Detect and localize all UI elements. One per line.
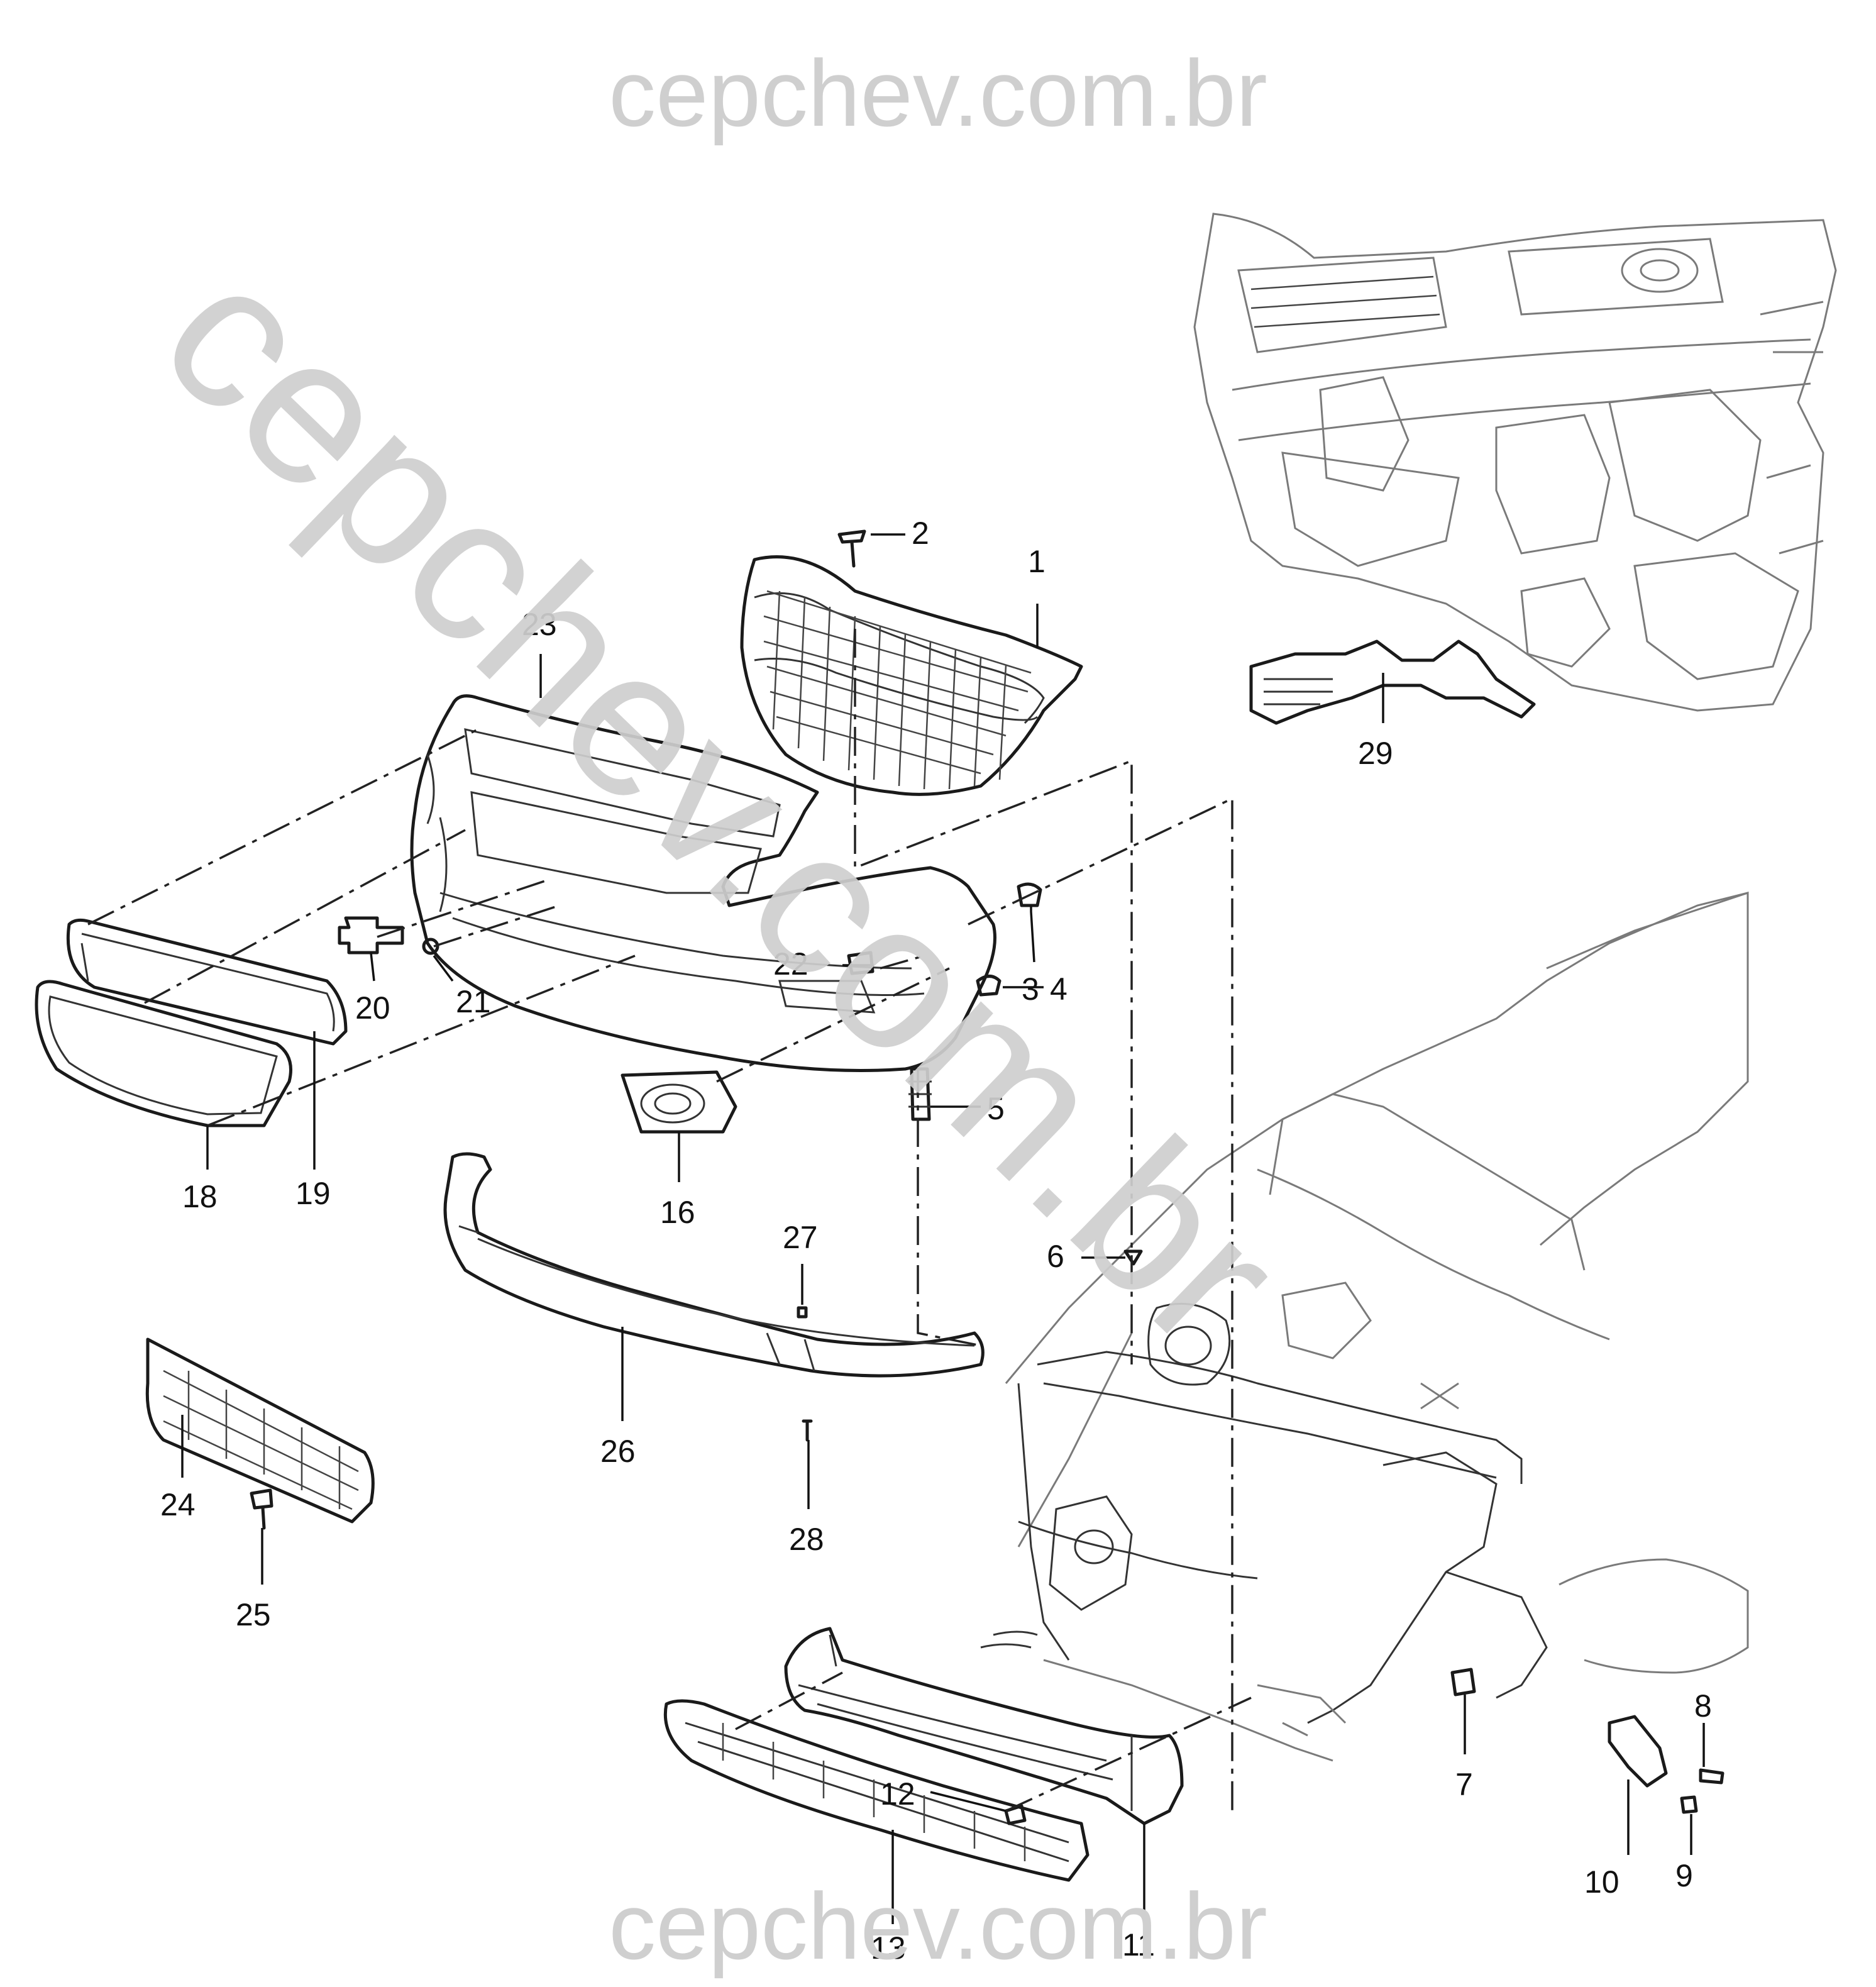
callout-19: 19 bbox=[295, 1176, 331, 1211]
part-12-bolt bbox=[1004, 1804, 1027, 1825]
part-22-clip bbox=[847, 951, 875, 975]
part-20-emblem bbox=[338, 916, 404, 955]
part-25-bolt bbox=[250, 1488, 273, 1530]
callout-8: 8 bbox=[1694, 1688, 1712, 1724]
part-8-screw bbox=[1699, 1768, 1724, 1785]
callout-5: 5 bbox=[987, 1091, 1005, 1126]
watermark-top: cepchev.com.br bbox=[609, 40, 1267, 146]
watermarks: cepchev.com.br cepchev.com.br cepchev.co… bbox=[119, 40, 1324, 1979]
callout-1: 1 bbox=[1028, 544, 1046, 579]
callout-24: 24 bbox=[160, 1487, 196, 1522]
callout-21: 21 bbox=[456, 984, 491, 1019]
callout-16: 16 bbox=[660, 1195, 695, 1230]
watermark-diagonal: cepchev.com.br bbox=[119, 217, 1324, 1392]
callout-3: 3 bbox=[1022, 971, 1039, 1007]
part-1-upper-grille bbox=[740, 555, 1083, 796]
callout-23: 23 bbox=[522, 607, 557, 642]
part-28-pin bbox=[802, 1419, 813, 1442]
callout-28: 28 bbox=[789, 1522, 824, 1557]
callout-29: 29 bbox=[1358, 736, 1393, 771]
callout-22: 22 bbox=[773, 946, 808, 982]
callout-20: 20 bbox=[355, 990, 390, 1026]
part-23-bumper-fascia bbox=[410, 694, 996, 1072]
callout-7: 7 bbox=[1455, 1767, 1473, 1802]
callout-25: 25 bbox=[236, 1597, 271, 1632]
part-11-impact-bar bbox=[784, 1627, 1184, 1825]
callout-2: 2 bbox=[912, 516, 929, 551]
callout-26: 26 bbox=[600, 1434, 636, 1469]
part-26-lower-deflector bbox=[443, 1152, 985, 1378]
inset-vehicle-view bbox=[1193, 213, 1837, 712]
part-3-clip bbox=[1017, 882, 1042, 907]
assembly-lines bbox=[87, 629, 1252, 1812]
callout-18: 18 bbox=[182, 1179, 218, 1214]
part-19-grille-trim bbox=[66, 918, 348, 1046]
callout-12: 12 bbox=[880, 1776, 915, 1812]
callout-13: 13 bbox=[871, 1930, 906, 1966]
part-18-grille-trim bbox=[35, 980, 292, 1127]
part-5-push-pin bbox=[908, 1067, 932, 1121]
part-9-nut bbox=[1680, 1795, 1698, 1814]
callout-4: 4 bbox=[1050, 971, 1068, 1007]
part-2-screw bbox=[837, 529, 866, 568]
part-7-bolt bbox=[1450, 1668, 1476, 1696]
callout-labels: 1 2 3 4 5 6 7 8 9 10 11 12 13 16 18 19 2… bbox=[160, 516, 1712, 1966]
part-10-bracket bbox=[1608, 1715, 1668, 1788]
leader-lines bbox=[181, 533, 1705, 1924]
callout-10: 10 bbox=[1584, 1864, 1619, 1900]
callout-6: 6 bbox=[1047, 1239, 1064, 1274]
part-6-pin bbox=[1123, 1249, 1143, 1266]
part-21-rivet bbox=[422, 938, 439, 955]
part-24-plate-bracket bbox=[145, 1337, 375, 1524]
watermark-bottom: cepchev.com.br bbox=[609, 1873, 1267, 1979]
part-16-fog-bezel bbox=[621, 1070, 737, 1134]
callout-9: 9 bbox=[1675, 1858, 1693, 1893]
callout-11: 11 bbox=[1122, 1927, 1155, 1962]
callout-27: 27 bbox=[783, 1220, 818, 1255]
part-4-nut bbox=[976, 975, 1001, 997]
part-27-clip bbox=[797, 1306, 808, 1319]
part-13-energy-absorber bbox=[663, 1699, 1090, 1882]
part-29-deflector bbox=[1249, 639, 1536, 725]
